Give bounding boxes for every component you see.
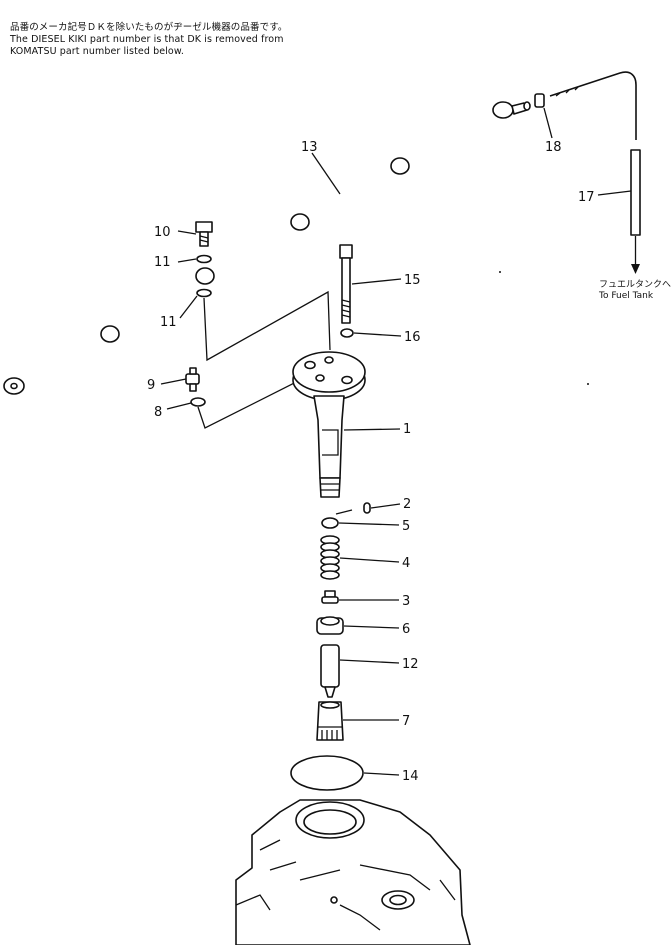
callout-4: 4 bbox=[402, 556, 410, 571]
header-line-english-1: The DIESEL KIKI part number is that DK i… bbox=[10, 34, 284, 45]
pipe-banjo-2 bbox=[195, 267, 215, 285]
fuel-tank-label-english: To Fuel Tank bbox=[598, 291, 654, 301]
callout-6: 6 bbox=[402, 622, 410, 637]
retaining-nut-7 bbox=[316, 701, 344, 741]
pipe-banjo-1 bbox=[100, 325, 120, 343]
callout-18: 18 bbox=[545, 140, 562, 155]
callout-9: 9 bbox=[147, 378, 155, 393]
washer-11-upper bbox=[196, 254, 212, 264]
washer-11-lower bbox=[196, 288, 212, 298]
fuel-tank-hose bbox=[534, 71, 641, 274]
hose-section bbox=[630, 149, 641, 236]
air-bleed-plug-9 bbox=[185, 367, 200, 392]
cylinder-head bbox=[235, 799, 471, 945]
nozzle-holder-body-1 bbox=[292, 351, 366, 498]
callout-12: 12 bbox=[402, 657, 419, 672]
pipe-end-eye-right bbox=[492, 101, 514, 119]
mounting-bolt-15 bbox=[339, 244, 353, 324]
callout-10: 10 bbox=[154, 225, 171, 240]
pipe-banjo-4 bbox=[390, 157, 410, 175]
fuel-return-pipe bbox=[3, 101, 531, 395]
fuel-tank-label-japanese: フュエルタンクへ bbox=[599, 279, 671, 290]
header-line-japanese: 品番のメーカ記号ＤＫを除いたものがヂーゼル機器の品番です。 bbox=[10, 22, 288, 33]
hose-nut bbox=[534, 93, 545, 108]
washer-5 bbox=[321, 517, 339, 529]
callout-11-lower: 11 bbox=[160, 315, 177, 330]
banjo-bolt-10 bbox=[195, 221, 213, 247]
callout-7: 7 bbox=[402, 714, 410, 729]
callout-17: 17 bbox=[578, 190, 595, 205]
nozzle-12 bbox=[320, 644, 340, 698]
pipe-banjo-3 bbox=[290, 213, 310, 231]
push-rod-3 bbox=[321, 590, 339, 604]
spring-4 bbox=[320, 535, 340, 580]
callout-15: 15 bbox=[404, 273, 421, 288]
callout-13: 13 bbox=[301, 140, 318, 155]
callout-3: 3 bbox=[402, 594, 410, 609]
leader-lines bbox=[160, 107, 632, 776]
callout-1: 1 bbox=[403, 422, 411, 437]
washer-8 bbox=[190, 397, 206, 407]
washer-16 bbox=[340, 328, 354, 338]
pin-2 bbox=[363, 502, 371, 514]
callout-14: 14 bbox=[402, 769, 419, 784]
connection-line-upper bbox=[203, 290, 331, 362]
callout-5: 5 bbox=[402, 519, 410, 534]
o-ring-14 bbox=[290, 755, 364, 791]
callout-11-upper: 11 bbox=[154, 255, 171, 270]
header-line-english-2: KOMATSU part number listed below. bbox=[10, 46, 184, 57]
diagram-header: 品番のメーカ記号ＤＫを除いたものがヂーゼル機器の品番です。 The DIESEL… bbox=[10, 22, 287, 58]
connection-line-lower bbox=[197, 364, 331, 429]
callout-2: 2 bbox=[403, 497, 411, 512]
spacer-6 bbox=[316, 616, 344, 635]
callout-16: 16 bbox=[404, 330, 421, 345]
callout-8: 8 bbox=[154, 405, 162, 420]
